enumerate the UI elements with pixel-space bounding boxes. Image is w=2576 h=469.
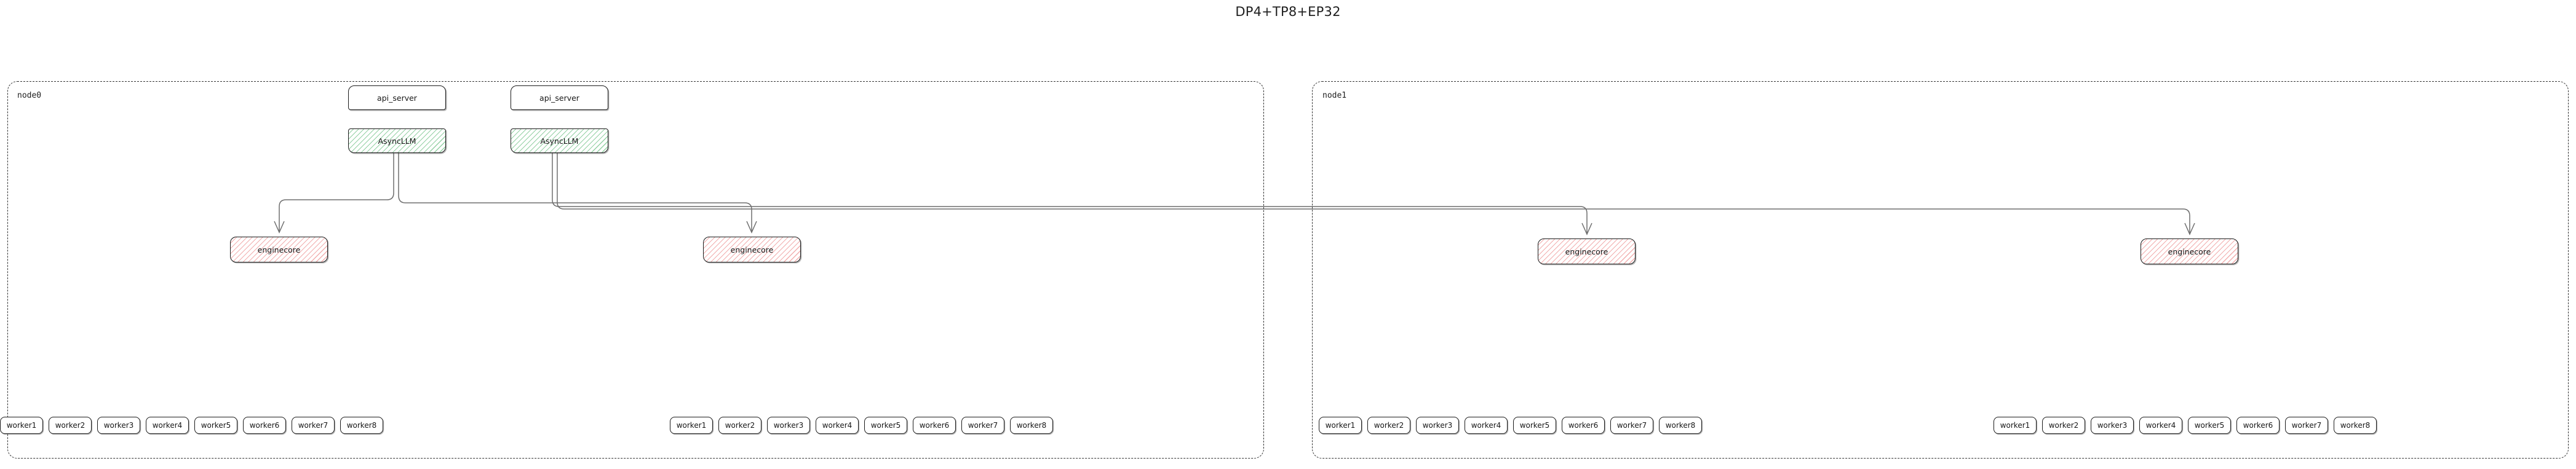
cluster-label: node1 [1322, 91, 1347, 100]
cluster-node0 [7, 81, 1264, 459]
worker-box[interactable]: worker7 [1610, 417, 1653, 434]
worker-box[interactable]: worker6 [1562, 417, 1605, 434]
worker-box[interactable]: worker5 [194, 417, 237, 434]
worker-box[interactable]: worker8 [340, 417, 383, 434]
worker-box[interactable]: worker4 [2139, 417, 2182, 434]
worker-box[interactable]: worker4 [146, 417, 189, 434]
worker-box[interactable]: worker3 [2091, 417, 2134, 434]
worker-box[interactable]: worker4 [1465, 417, 1508, 434]
worker-box[interactable]: worker8 [1010, 417, 1053, 434]
worker-box[interactable]: worker3 [767, 417, 810, 434]
api-server-box[interactable]: api_server [511, 85, 608, 110]
enginecore-box[interactable]: enginecore [2141, 238, 2238, 264]
worker-box[interactable]: worker2 [1367, 417, 1410, 434]
worker-box[interactable]: worker1 [1319, 417, 1362, 434]
enginecore-box[interactable]: enginecore [230, 237, 328, 262]
worker-box[interactable]: worker1 [0, 417, 43, 434]
worker-box[interactable]: worker2 [2042, 417, 2085, 434]
worker-box[interactable]: worker5 [1513, 417, 1556, 434]
worker-box[interactable]: worker8 [1659, 417, 1702, 434]
asyncllm-box[interactable]: AsyncLLM [511, 128, 608, 153]
worker-box[interactable]: worker6 [913, 417, 956, 434]
page-title: DP4+TP8+EP32 [1235, 4, 1341, 19]
cluster-node1 [1312, 81, 2569, 459]
worker-box[interactable]: worker7 [2285, 417, 2328, 434]
worker-box[interactable]: worker5 [2188, 417, 2231, 434]
worker-box[interactable]: worker8 [2334, 417, 2377, 434]
enginecore-box[interactable]: enginecore [1538, 238, 1636, 264]
api-server-box[interactable]: api_server [348, 85, 446, 110]
worker-box[interactable]: worker2 [718, 417, 761, 434]
worker-box[interactable]: worker4 [816, 417, 859, 434]
worker-box[interactable]: worker3 [1416, 417, 1459, 434]
worker-box[interactable]: worker5 [864, 417, 907, 434]
asyncllm-box[interactable]: AsyncLLM [348, 128, 446, 153]
enginecore-box[interactable]: enginecore [703, 237, 801, 262]
worker-box[interactable]: worker7 [292, 417, 335, 434]
worker-box[interactable]: worker7 [961, 417, 1004, 434]
worker-box[interactable]: worker1 [1994, 417, 2037, 434]
cluster-label: node0 [17, 91, 42, 100]
worker-box[interactable]: worker2 [49, 417, 92, 434]
worker-box[interactable]: worker6 [2236, 417, 2280, 434]
worker-box[interactable]: worker6 [243, 417, 286, 434]
worker-box[interactable]: worker3 [97, 417, 140, 434]
worker-box[interactable]: worker1 [670, 417, 713, 434]
